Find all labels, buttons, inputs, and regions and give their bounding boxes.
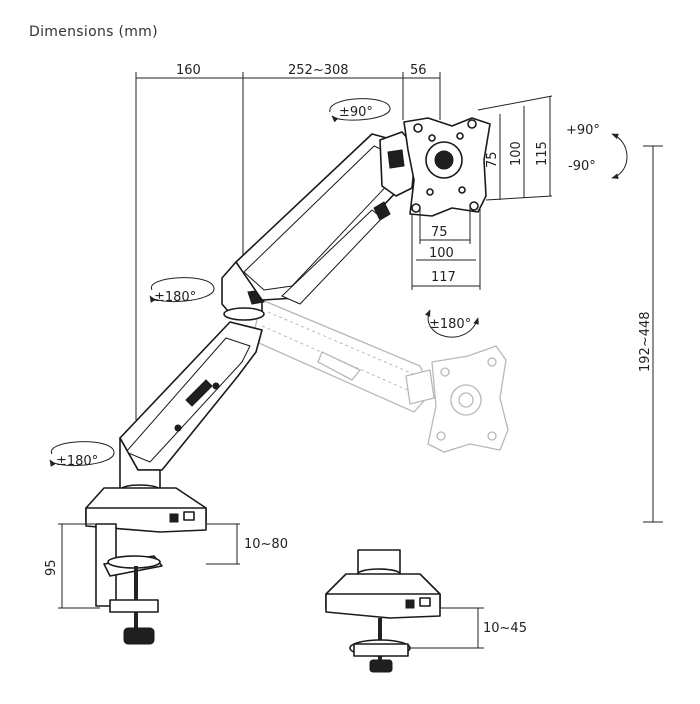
vesa-plate bbox=[403, 117, 491, 217]
rot-tilt-up: +90° bbox=[566, 123, 600, 138]
vesa-horizontal-dims bbox=[411, 206, 481, 290]
dim-vesa-offset: 56 bbox=[410, 63, 427, 78]
vesa-vertical-dims bbox=[477, 95, 553, 201]
rotation-arrow-icon bbox=[149, 277, 215, 303]
rot-tilt-down: -90° bbox=[568, 159, 596, 174]
ghost-extended-arm bbox=[251, 299, 509, 453]
clamp-base bbox=[85, 487, 207, 645]
dim-vesa-h-100: 100 bbox=[429, 246, 454, 261]
monitor-arm bbox=[119, 131, 417, 496]
dim-vesa-v-75: 75 bbox=[485, 151, 500, 168]
dim-clamp-height: 95 bbox=[44, 559, 59, 576]
dim-clamp-range: 10~80 bbox=[244, 537, 288, 552]
rotation-arrow-icon bbox=[424, 309, 479, 338]
dim-vesa-h-75: 75 bbox=[431, 225, 448, 240]
rotation-arrow-icon bbox=[329, 98, 391, 123]
dim-vesa-h-117: 117 bbox=[431, 270, 456, 285]
rot-plate: ±180° bbox=[429, 317, 471, 332]
dim-height-range: 192~448 bbox=[638, 311, 653, 372]
tilt-arrow-icon bbox=[611, 133, 628, 179]
grommet-dims bbox=[410, 607, 484, 649]
rot-elbow-swivel: ±180° bbox=[154, 290, 196, 305]
clamp-dims bbox=[58, 523, 240, 609]
dim-grommet-range: 10~45 bbox=[483, 621, 527, 636]
rot-base-swivel: ±180° bbox=[56, 454, 98, 469]
top-dimension-lines bbox=[135, 72, 441, 420]
grommet-base bbox=[325, 549, 441, 673]
rot-head-swivel: ±90° bbox=[339, 105, 373, 120]
dim-vesa-v-115: 115 bbox=[535, 141, 550, 166]
rotation-arrow-icon bbox=[49, 441, 115, 467]
dim-vesa-v-100: 100 bbox=[509, 141, 524, 166]
height-dimension bbox=[643, 145, 663, 523]
dim-arm-seg-1: 160 bbox=[176, 63, 201, 78]
dim-arm-seg-2: 252~308 bbox=[288, 63, 349, 78]
page-title: Dimensions (mm) bbox=[29, 24, 158, 40]
